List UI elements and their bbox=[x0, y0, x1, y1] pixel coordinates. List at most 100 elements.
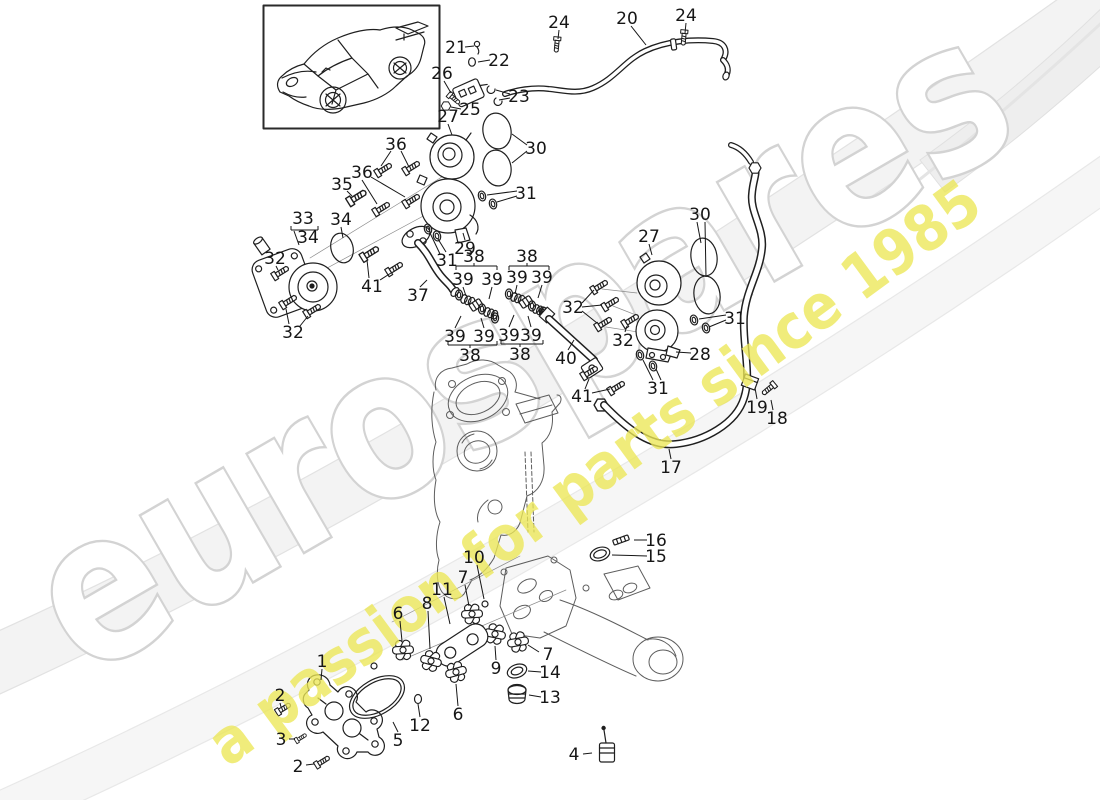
callout-number-39: 39 bbox=[444, 327, 466, 347]
callout-leader-29 bbox=[462, 232, 466, 241]
callout-leader-41 bbox=[366, 259, 370, 279]
callout-number-30: 30 bbox=[689, 205, 711, 225]
callout-number-33: 33 bbox=[292, 209, 314, 229]
callout-leader-31 bbox=[496, 195, 518, 203]
callout-leader-13 bbox=[528, 694, 542, 698]
callout-number-5: 5 bbox=[393, 731, 404, 751]
callout-leader-23 bbox=[498, 97, 511, 101]
callout-leader-32 bbox=[581, 289, 595, 304]
callout-number-30: 30 bbox=[525, 139, 547, 159]
nut-10 bbox=[481, 600, 489, 608]
callout-number-41: 41 bbox=[361, 277, 383, 297]
callout-leader-14 bbox=[527, 670, 542, 673]
callout-leader-2 bbox=[279, 702, 282, 708]
callout-number-36: 36 bbox=[351, 163, 373, 183]
callout-number-39: 39 bbox=[531, 268, 553, 288]
callout-leader-6 bbox=[455, 683, 459, 707]
callout-number-39: 39 bbox=[473, 327, 495, 347]
callout-number-39: 39 bbox=[506, 268, 528, 288]
pump-rotor-7 bbox=[502, 626, 534, 658]
callout-leader-27 bbox=[447, 123, 453, 136]
callout-leader-2 bbox=[305, 763, 315, 766]
callout-leader-39 bbox=[480, 317, 485, 329]
callout-leader-39 bbox=[454, 315, 462, 329]
callout-number-3: 3 bbox=[276, 730, 287, 750]
callout-number-36: 36 bbox=[385, 135, 407, 155]
callout-leader-30 bbox=[704, 221, 707, 278]
callout-leader-31 bbox=[486, 190, 518, 196]
bolt-41 bbox=[358, 243, 382, 264]
callout-number-1: 1 bbox=[317, 652, 328, 672]
water-pump-top bbox=[304, 112, 512, 281]
callout-leader-39 bbox=[488, 286, 493, 300]
callout-number-28: 28 bbox=[689, 345, 711, 365]
callout-number-23: 23 bbox=[508, 87, 530, 107]
callout-leader-39 bbox=[462, 286, 467, 297]
callout-number-39: 39 bbox=[452, 270, 474, 290]
callout-leader-32 bbox=[299, 315, 309, 327]
car-inset-frame bbox=[262, 4, 441, 130]
callout-leader-27 bbox=[648, 243, 653, 256]
callout-number-38: 38 bbox=[516, 247, 538, 267]
callout-leader-28 bbox=[675, 351, 692, 354]
callout-leader-39 bbox=[527, 315, 532, 328]
callout-leader-31 bbox=[437, 238, 447, 253]
callout-number-38: 38 bbox=[459, 346, 481, 366]
callout-leader-20 bbox=[630, 25, 647, 46]
o-ring-15 bbox=[589, 546, 611, 562]
callout-leader-6 bbox=[399, 620, 403, 642]
callout-number-17: 17 bbox=[660, 458, 682, 478]
oil-nozzle-4 bbox=[598, 725, 616, 763]
callout-leader-39 bbox=[508, 314, 515, 328]
callout-leader-32 bbox=[275, 265, 279, 271]
callout-leader-30 bbox=[511, 150, 528, 164]
callout-leader-10 bbox=[476, 564, 485, 600]
callout-number-39: 39 bbox=[498, 326, 520, 346]
clip-21 bbox=[473, 40, 481, 48]
oil-hose-17 bbox=[600, 142, 779, 449]
callout-number-38: 38 bbox=[509, 345, 531, 365]
callout-number-22: 22 bbox=[488, 51, 510, 71]
callout-number-14: 14 bbox=[539, 663, 561, 683]
oil-pump-assembly bbox=[273, 598, 534, 770]
callout-number-9: 9 bbox=[491, 659, 502, 679]
callout-leader-7 bbox=[527, 644, 540, 653]
callout-number-2: 2 bbox=[293, 757, 304, 777]
callout-leader-23 bbox=[495, 89, 511, 95]
ring-12 bbox=[413, 693, 423, 705]
clamp-23 bbox=[486, 85, 503, 107]
callout-number-31: 31 bbox=[724, 309, 746, 329]
bolt-41 bbox=[384, 259, 405, 278]
callout-leader-33 bbox=[293, 230, 300, 246]
o-ring-30 bbox=[482, 149, 512, 187]
callout-number-2: 2 bbox=[275, 686, 286, 706]
sleeve-19 bbox=[740, 373, 760, 391]
callout-leader-22 bbox=[477, 59, 491, 63]
callout-leader-30 bbox=[696, 221, 702, 244]
callout-leader-36 bbox=[370, 176, 406, 198]
engine-case bbox=[391, 359, 684, 682]
callout-number-11: 11 bbox=[431, 580, 453, 600]
callout-number-35: 35 bbox=[331, 175, 353, 195]
pump-cover-1 bbox=[302, 674, 385, 760]
callout-leader-40 bbox=[567, 339, 575, 351]
diagram-art bbox=[251, 4, 779, 770]
callout-leader-41 bbox=[379, 272, 392, 281]
callout-number-39: 39 bbox=[481, 270, 503, 290]
callout-leader-15 bbox=[611, 554, 648, 557]
callout-leader-5 bbox=[392, 721, 399, 733]
callout-number-18: 18 bbox=[766, 409, 788, 429]
bracket-26-plate bbox=[452, 78, 488, 108]
callout-leader-18 bbox=[770, 399, 774, 411]
callout-number-31: 31 bbox=[647, 379, 669, 399]
callout-number-31: 31 bbox=[515, 184, 537, 204]
callout-leader-32 bbox=[581, 304, 603, 308]
callout-leader-24 bbox=[557, 29, 560, 40]
callout-number-6: 6 bbox=[453, 705, 464, 725]
o-ring-30 bbox=[482, 112, 512, 150]
callout-leader-31 bbox=[655, 368, 662, 381]
callout-number-32: 32 bbox=[282, 323, 304, 343]
callout-number-8: 8 bbox=[422, 594, 433, 614]
callout-leader-31 bbox=[708, 319, 727, 328]
